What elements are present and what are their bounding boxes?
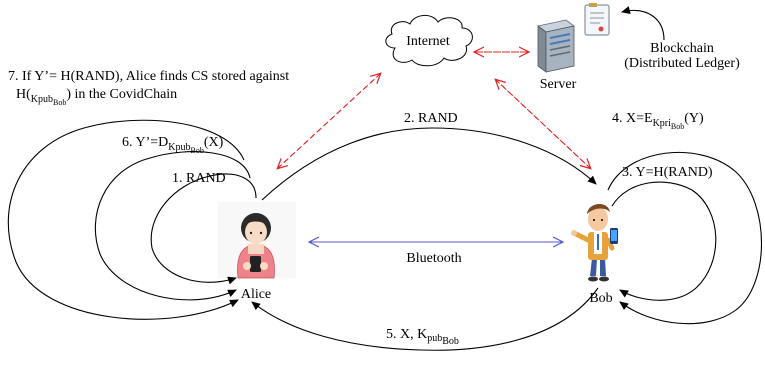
server-icon	[537, 19, 575, 73]
step5-arrow	[251, 287, 599, 351]
bob-figure	[571, 203, 618, 282]
internet-label: Internet	[406, 34, 450, 49]
ledger-document-icon	[584, 3, 610, 36]
step3-arrow	[611, 181, 717, 301]
step7-arrow	[7, 119, 245, 320]
step5-label: 5. X, KpubBob	[386, 327, 459, 347]
step2-label: 2. RAND	[404, 111, 458, 126]
internet-cloud: Internet	[385, 15, 473, 67]
bluetooth-label: Bluetooth	[406, 251, 461, 266]
alice-label: Alice	[241, 287, 271, 302]
step6-arrow	[94, 151, 251, 301]
step7-label-line2: H(KpubBob) in the CovidChain	[16, 87, 177, 107]
internet-alice-link-b	[277, 74, 380, 169]
bob-label: Bob	[589, 291, 612, 306]
step6-label: 6. Y’=DKpubBob(X)	[122, 135, 224, 155]
step2-arrow	[261, 127, 597, 201]
step4-arrow	[607, 151, 763, 325]
step1-label: 1. RAND	[172, 171, 226, 186]
step3-label: 3. Y=H(RAND)	[622, 165, 713, 180]
alice-figure	[218, 202, 296, 279]
step7-label-line1: 7. If Y’= H(RAND), Alice finds CS stored…	[8, 69, 289, 84]
step4-label: 4. X=EKpriBob(Y)	[612, 111, 704, 131]
internet-bob-link-b	[496, 80, 591, 169]
blockchain-label-line2: (Distributed Ledger)	[624, 56, 740, 71]
blockchain-label-line1: Blockchain	[650, 41, 714, 56]
blockchain-arrow	[621, 6, 665, 41]
step1-arrow	[150, 173, 257, 285]
server-label: Server	[540, 77, 577, 92]
